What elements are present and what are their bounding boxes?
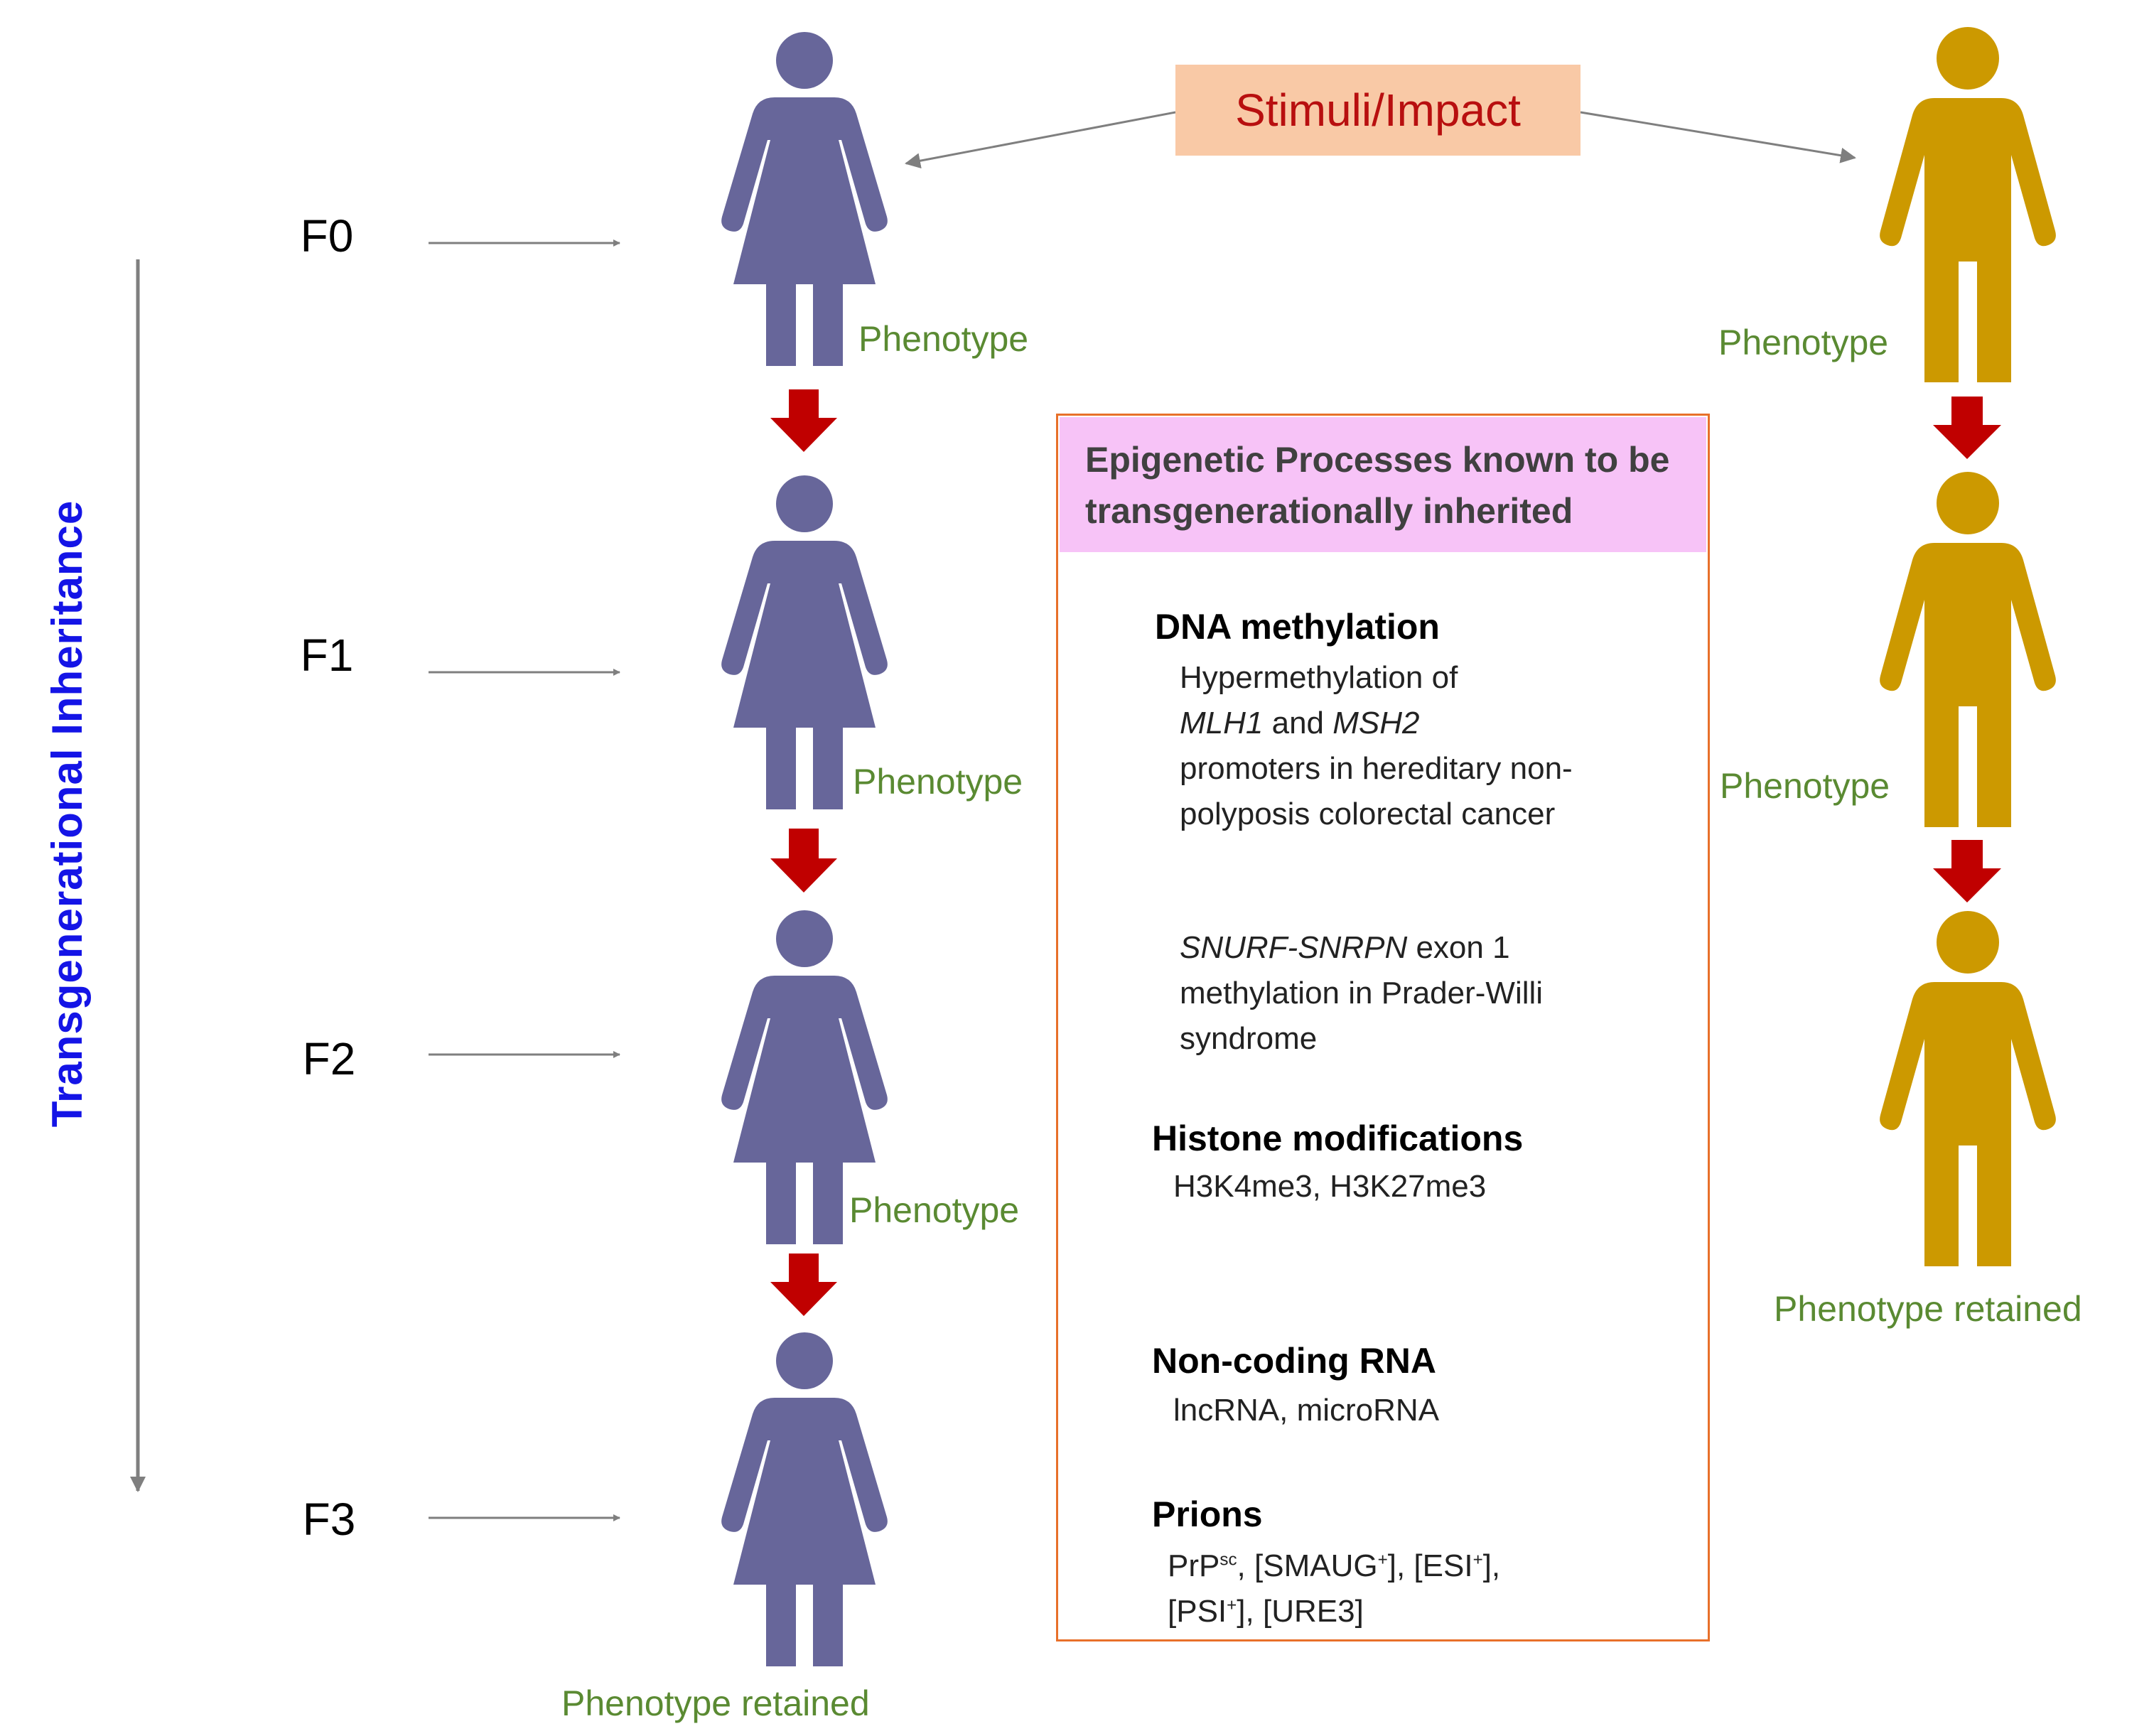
- prions-text: PrPsc, [SMAUG+], [ESI+], [PSI+], [URE3]: [1168, 1548, 1501, 1629]
- dna-methylation-item-2: SNURF-SNRPN exon 1 methylation in Prader…: [1180, 925, 1649, 1062]
- histone-modifications-title: Histone modifications: [1152, 1118, 1524, 1158]
- prion-esi-plus: +: [1472, 1550, 1483, 1570]
- generation-label-f3: F3: [302, 1494, 356, 1545]
- prion-psi: [PSI: [1168, 1594, 1227, 1629]
- dna-methylation-title: DNA methylation: [1155, 607, 1440, 647]
- phenotype-retained-label-male: Phenotype retained: [1774, 1289, 2082, 1329]
- non-coding-rna-text: lncRNA, microRNA: [1173, 1393, 1440, 1428]
- generation-label-f0: F0: [300, 210, 354, 262]
- histone-modifications-text: H3K4me3, H3K27me3: [1173, 1169, 1487, 1204]
- phenotype-retained-label-female: Phenotype retained: [561, 1683, 870, 1723]
- inheritance-arrow-f2-f3: [770, 1254, 837, 1316]
- stimuli-arrow-right: [1580, 111, 1856, 163]
- stimuli-impact-box: Stimuli/Impact: [1175, 65, 1581, 156]
- inheritance-arrow-male-2: [1933, 840, 2001, 902]
- inheritance-arrow-f0-f1: [770, 389, 837, 452]
- epigenetic-processes-panel: [1056, 414, 1710, 1641]
- male-figure-f0: [1880, 27, 2056, 382]
- phenotype-label-male-f1: Phenotype: [1720, 766, 1890, 806]
- axis-title: Transgenerational Inheritance: [43, 500, 91, 1128]
- item1-and: and: [1263, 706, 1333, 740]
- generation-label-f1: F1: [300, 630, 354, 681]
- panel-header: Epigenetic Processes known to be transge…: [1060, 417, 1706, 552]
- inheritance-arrow-male-1: [1933, 397, 2001, 459]
- item2-suffix: exon 1 methylation in Prader-Willi syndr…: [1180, 930, 1544, 1056]
- prion-smaug-plus: +: [1377, 1550, 1388, 1570]
- phenotype-label-f2: Phenotype: [849, 1190, 1020, 1230]
- gene-msh2: MSH2: [1332, 706, 1420, 740]
- item1-prefix: Hypermethylation of: [1180, 660, 1458, 695]
- female-figure-f0: [721, 32, 888, 366]
- female-figure-f3: [721, 1332, 888, 1666]
- gene-mlh1: MLH1: [1180, 706, 1264, 740]
- prion-prp-sup: sc: [1219, 1550, 1237, 1570]
- prions-title: Prions: [1152, 1494, 1263, 1534]
- stimuli-arrow-left: [905, 111, 1176, 169]
- female-figure-f1: [721, 475, 888, 809]
- male-figure-f2: [1880, 911, 2056, 1266]
- item1-suffix: promoters in hereditary non-polyposis co…: [1180, 751, 1573, 831]
- prion-psi-plus: +: [1227, 1595, 1237, 1615]
- phenotype-label-f0: Phenotype: [858, 319, 1029, 359]
- phenotype-label-male-f0: Phenotype: [1718, 323, 1889, 362]
- inheritance-arrow-f1-f2: [770, 829, 837, 893]
- prion-smaug: [SMAUG: [1254, 1548, 1378, 1583]
- prion-prp: PrP: [1168, 1548, 1220, 1583]
- prion-esi: [ESI: [1413, 1548, 1473, 1583]
- generation-label-f2: F2: [302, 1033, 356, 1084]
- prion-ure3: [URE3]: [1262, 1594, 1364, 1629]
- gene-snurf-snrpn: SNURF-SNRPN: [1180, 930, 1408, 965]
- phenotype-label-f1: Phenotype: [853, 762, 1023, 802]
- dna-methylation-item-1: Hypermethylation of MLH1 and MSH2 promot…: [1180, 655, 1677, 837]
- non-coding-rna-title: Non-coding RNA: [1152, 1341, 1436, 1381]
- male-figure-f1: [1880, 472, 2056, 827]
